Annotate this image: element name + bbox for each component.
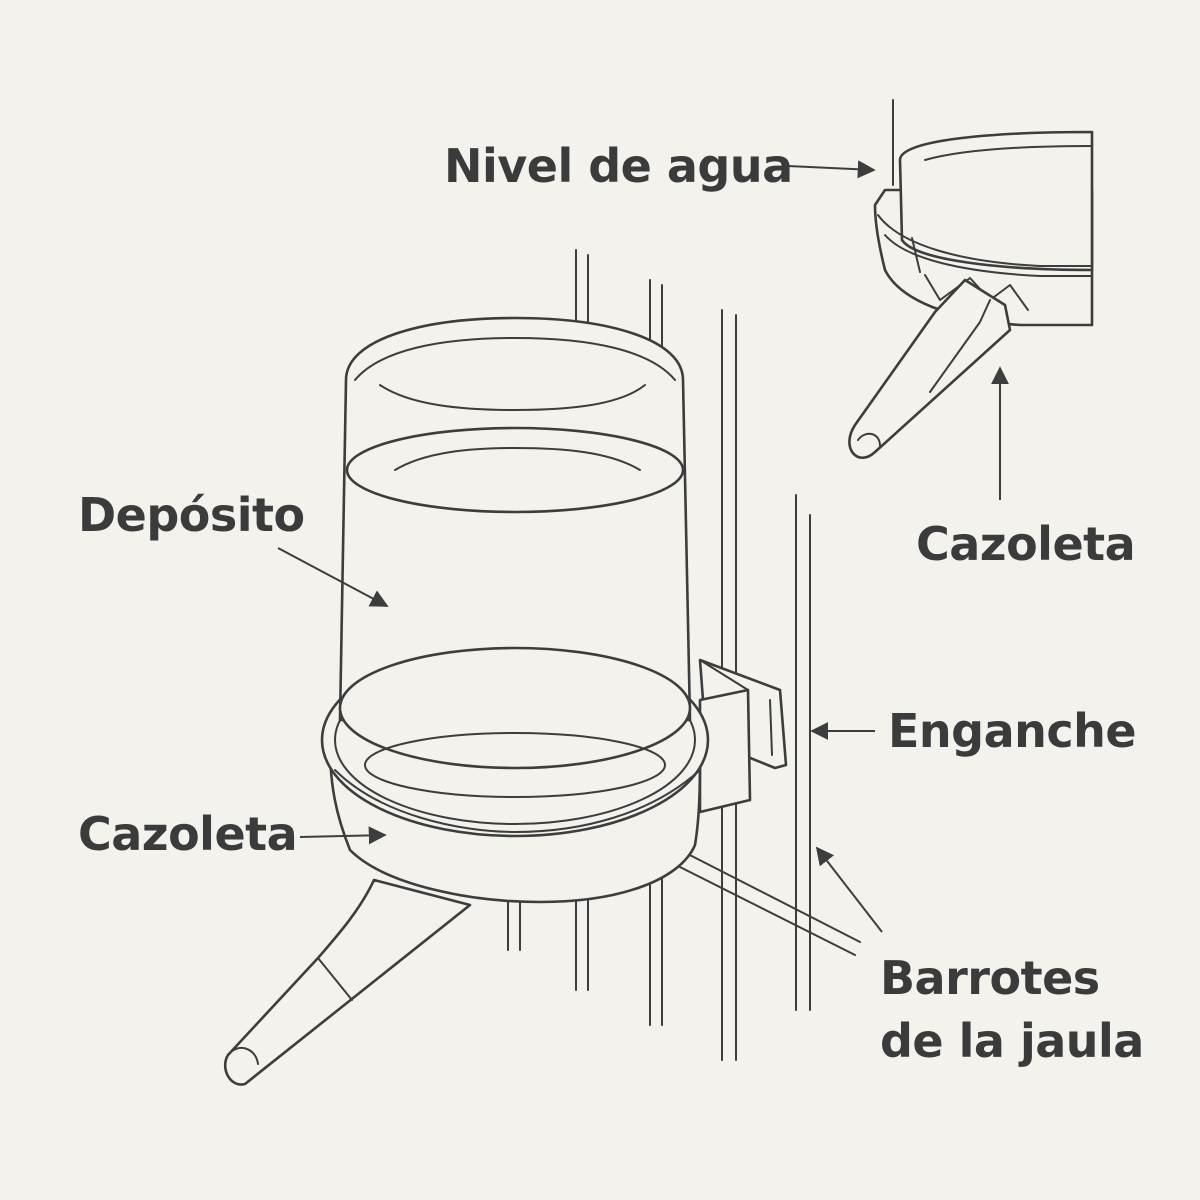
arrow-bars	[815, 846, 883, 933]
label-water-level: Nivel de agua	[444, 139, 793, 193]
reservoir	[338, 316, 692, 798]
arrow-reservoir	[277, 547, 389, 607]
arrow-water-level	[787, 160, 876, 179]
label-hook: Enganche	[888, 704, 1137, 758]
label-bars-line2: de la jaula	[880, 1014, 1144, 1068]
label-cup-main: Cazoleta	[78, 807, 298, 861]
label-bars-line1: Barrotes	[880, 951, 1100, 1005]
detail-view	[848, 99, 1094, 459]
label-reservoir: Depósito	[78, 488, 305, 542]
label-cup-detail: Cazoleta	[916, 517, 1136, 571]
callout-arrows	[277, 160, 1009, 933]
arrow-cup-main	[299, 826, 387, 845]
spout	[223, 878, 472, 1086]
hook-clip	[698, 658, 788, 814]
